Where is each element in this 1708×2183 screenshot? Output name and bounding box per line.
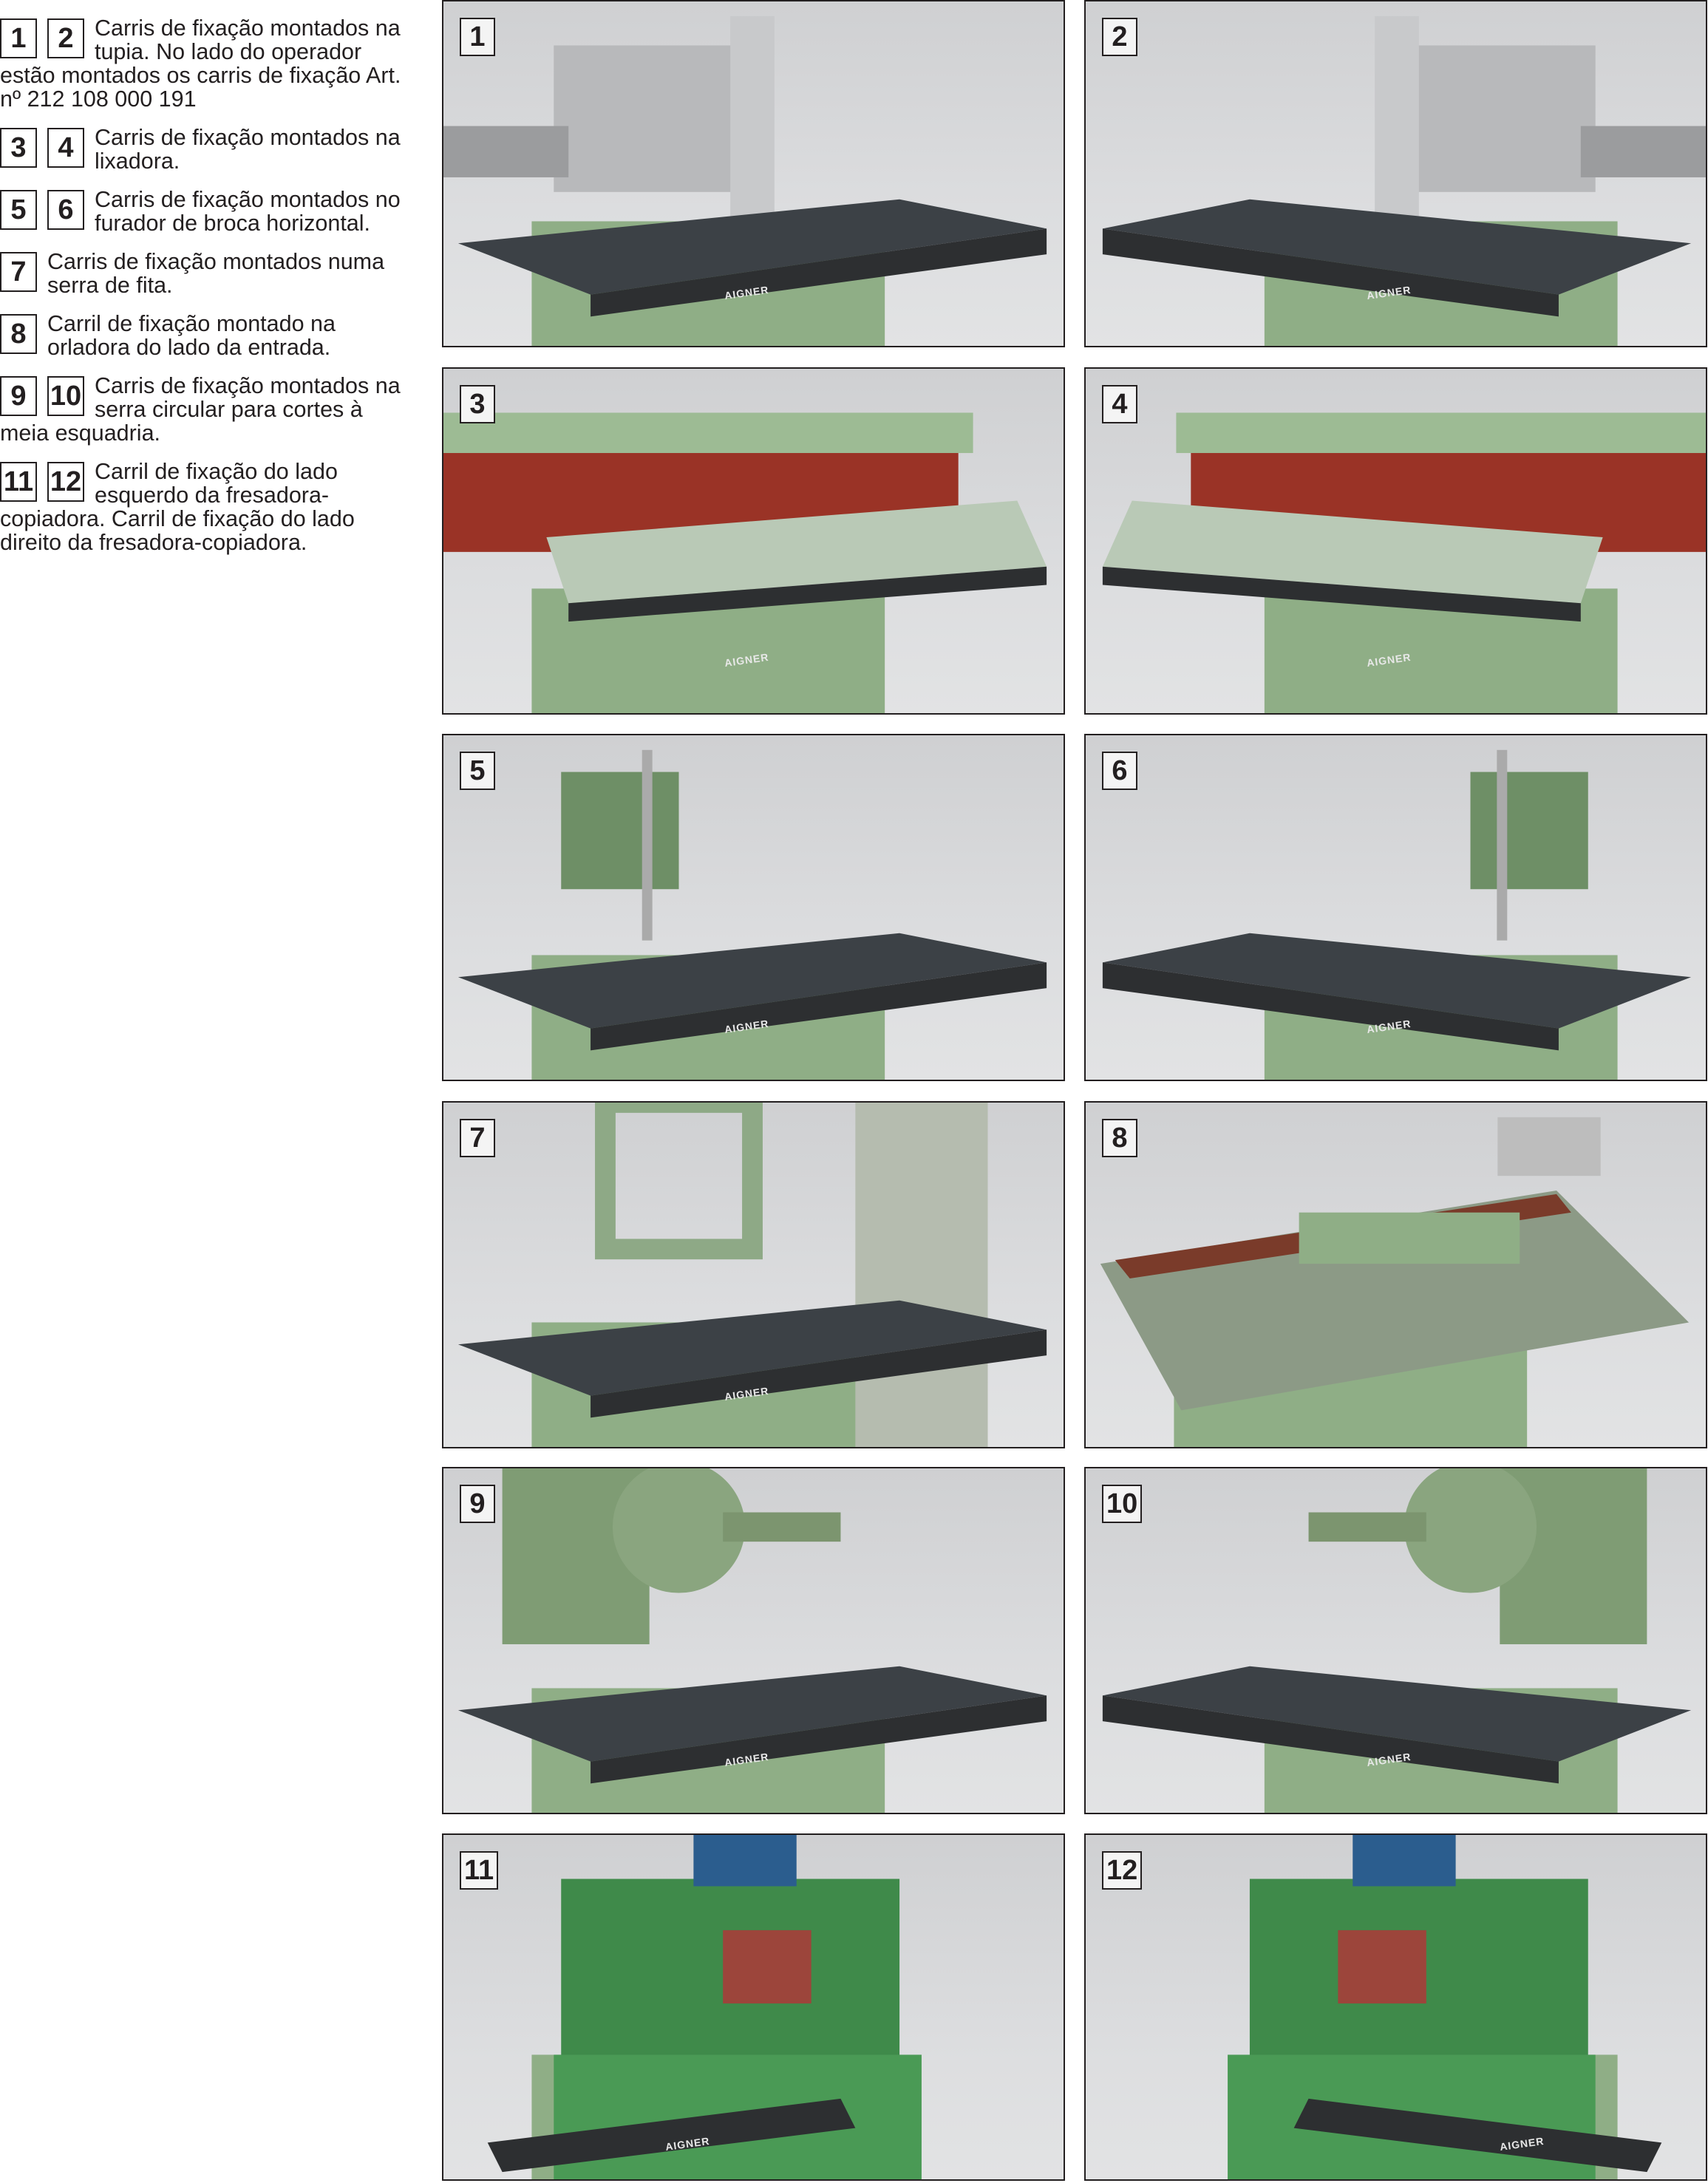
- caption-text: Carris de fixação monta­dos na lixadora.: [95, 125, 401, 174]
- photo-label: 12: [1102, 1851, 1143, 1890]
- machine-illustration: [457, 749, 1047, 1080]
- number-box: 5: [0, 190, 37, 230]
- machine-illustration: [1100, 1117, 1690, 1447]
- number-box: 8: [0, 314, 37, 354]
- number-box: 4: [47, 128, 84, 168]
- caption-text: Carris de fixação monta­dos na tupia. No…: [0, 16, 401, 112]
- machine-illustration: [1102, 16, 1706, 346]
- number-box: 11: [0, 462, 37, 502]
- photo-label: 1: [460, 18, 495, 56]
- photo-label: 3: [460, 385, 495, 423]
- number-box: 12: [47, 462, 84, 502]
- number-box: 3: [0, 128, 37, 168]
- machine-illustration: [443, 412, 1047, 713]
- machine-illustration: [1102, 749, 1692, 1080]
- photo-label: 9: [460, 1485, 495, 1523]
- caption-text: Carril de fixação do lado esquerdo da fr…: [0, 459, 355, 555]
- machine-illustration: [1102, 412, 1706, 713]
- number-box: 2: [47, 18, 84, 58]
- caption-text: Carris de fixação monta­dos na serra cir…: [0, 373, 401, 446]
- machine-illustration: [487, 1835, 922, 2179]
- machine-illustration: [457, 1468, 1047, 1813]
- photo-label: 5: [460, 752, 495, 790]
- number-box: 10: [47, 376, 84, 416]
- photo-label: 8: [1102, 1119, 1137, 1157]
- photo-label: 11: [460, 1851, 499, 1890]
- number-box: 6: [47, 190, 84, 230]
- caption-text: Carris de fixação montados numa serra de…: [47, 249, 385, 298]
- photo-label: 7: [460, 1119, 495, 1157]
- machine-illustration: [457, 1103, 1047, 1447]
- number-box: 1: [0, 18, 37, 58]
- photo-label: 6: [1102, 752, 1137, 790]
- caption-text: Carris de fixação monta­dos no furador d…: [95, 187, 401, 236]
- machine-illustration: [1228, 1835, 1662, 2179]
- machine-illustration: [1102, 1468, 1692, 1813]
- number-box: 9: [0, 376, 37, 416]
- photo-label: 4: [1102, 385, 1137, 423]
- number-box: 7: [0, 252, 37, 292]
- photo-8: 8: [1084, 1101, 1707, 1448]
- photo-label: 10: [1102, 1485, 1143, 1523]
- machine-illustration: [443, 16, 1047, 346]
- photo-label: 2: [1102, 18, 1137, 56]
- caption-text: Carril de fixação montado na orladora do…: [47, 311, 336, 360]
